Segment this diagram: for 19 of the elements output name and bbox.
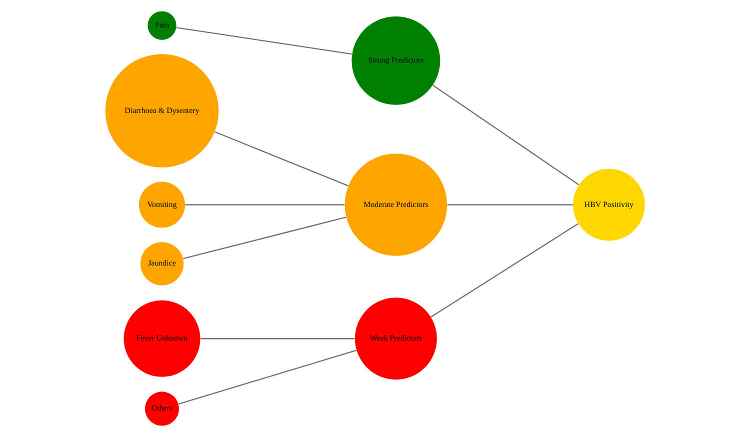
node-circle: Pain xyxy=(148,11,176,40)
node-circle: Strong Predictors xyxy=(352,16,440,105)
node-circle: Diarrhoea & Dysentery xyxy=(105,54,219,168)
node-circle: Fever Unknown xyxy=(124,300,200,377)
node-circle: Vomiting xyxy=(138,182,186,228)
node-circle: Others xyxy=(144,392,180,426)
connector xyxy=(185,204,344,206)
connector xyxy=(200,338,355,340)
connector xyxy=(447,204,573,206)
node-circle: Moderate Predictors xyxy=(344,154,448,256)
node-circle: Jaundice xyxy=(140,242,184,286)
node-circle: Weak Predictors xyxy=(354,298,437,380)
node-circle: HBV Positivity xyxy=(573,168,645,241)
connector xyxy=(432,84,580,186)
connector xyxy=(178,350,357,404)
connector xyxy=(430,223,578,318)
connector xyxy=(176,26,352,55)
connector xyxy=(214,131,349,186)
connector xyxy=(183,216,346,260)
